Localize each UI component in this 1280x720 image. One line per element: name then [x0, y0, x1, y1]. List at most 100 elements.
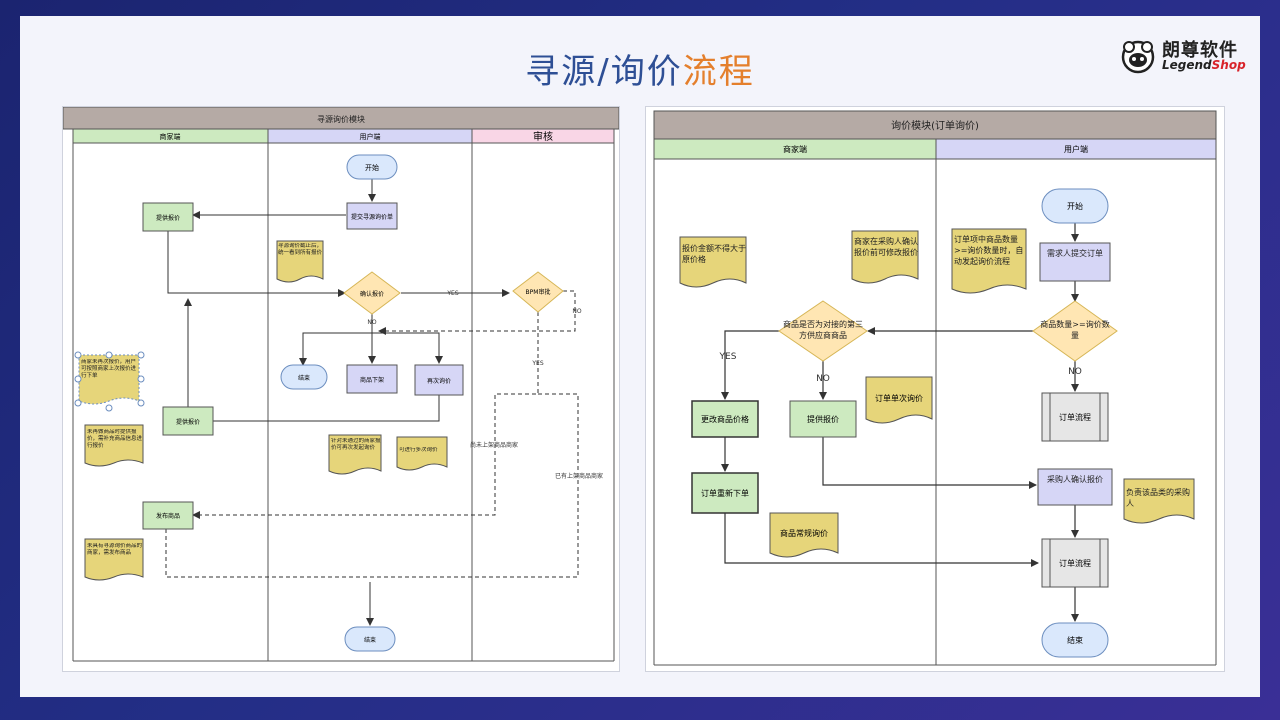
left-start-node [346, 154, 398, 180]
left-bpm-text: BPM审批 [526, 288, 551, 296]
left-provide-quote-top-text: 提供报价 [156, 214, 180, 222]
left-note-no-source [84, 538, 144, 581]
left-note-unquoted-fo: 未再做商品时提供报价，需补充商品信息进行报价 [87, 429, 142, 449]
left-note-no-source-fo: 未具有寻源询价商品的商家，需发布商品 [87, 543, 142, 556]
right-buyer-confirm-text: 采购人确认报价 [1047, 475, 1103, 484]
brand-logo: 朗尊软件 LegendShop [1118, 36, 1248, 80]
right-note-order-qty [951, 228, 1027, 294]
left-note-merchant-fo: 商家未再次报价，用户可按照商家上次报价进行下单 [81, 359, 137, 379]
right-order-flow-2-node [1041, 538, 1109, 588]
left-lane-review-header [471, 128, 615, 144]
left-submit-text: 提交寻源询价单 [351, 213, 393, 221]
right-end-node [1041, 622, 1109, 658]
right-submit-order-node [1039, 242, 1111, 282]
left-connectors [167, 179, 510, 626]
left-lane-merchant-label: 商家端 [160, 132, 181, 141]
right-submit-order-text: 需求人提交订单 [1047, 249, 1103, 258]
right-note-merchant-modify-fo: 商家在采购人确认报价前可修改报价 [854, 237, 918, 257]
left-confirm-text: 确认报价 [360, 290, 384, 298]
left-diagram-svg: 寻源询价模块 商家端 用户端 审核 YES NO NO YES 尚未上架商品商家… [62, 106, 620, 662]
logo-english-name: LegendShop [1162, 58, 1246, 72]
right-lane-merchant-label: 商家端 [783, 144, 807, 154]
right-lane-user-label: 用户端 [1064, 144, 1088, 154]
left-label-yes-below: YES [531, 360, 543, 367]
left-start-text: 开始 [365, 163, 379, 172]
right-note-merchant-modify-text: 商家在采购人确认报价前可修改报价 [854, 237, 918, 257]
left-end-text: 结束 [298, 374, 310, 382]
logo-en-part-1: Legend [1162, 58, 1212, 72]
left-note-unquoted [84, 424, 144, 467]
right-header-bar [653, 110, 1217, 140]
left-note-not-passed [328, 434, 382, 475]
right-reorder-text: 订单重新下单 [701, 488, 749, 498]
right-label-no-mid: NO [816, 374, 830, 384]
left-label-not-on-shelf: 尚未上架商品商家 [470, 441, 518, 449]
left-end-node [280, 364, 328, 390]
right-decision-docked [778, 300, 868, 362]
left-note-submit-text: 寻源询价截止后，统一看到所有报价 [278, 243, 323, 256]
right-note-order-qty-fo: 订单项中商品数量>=询价数量时，自动发起询价流程 [954, 235, 1023, 266]
left-dashed-connectors [165, 290, 579, 578]
right-buyer-confirm-node [1037, 468, 1113, 506]
logo-en-part-2: Shop [1211, 58, 1246, 72]
left-lane-user-label: 用户端 [360, 132, 381, 141]
right-start-text: 开始 [1067, 201, 1083, 211]
right-end-text: 结束 [1067, 635, 1083, 645]
left-end-bottom-text: 结束 [364, 636, 376, 644]
right-diagram-panel: 询价模块(订单询价) 商家端 用户端 YES NO NO 开始 订单项中商品数量… [645, 106, 1225, 672]
right-order-flow-1-text: 订单流程 [1059, 412, 1091, 422]
right-note-merchant-modify [851, 230, 919, 284]
left-label-no-right: NO [572, 308, 581, 315]
left-lane-review-label: 审核 [533, 130, 553, 143]
right-note-price-limit [679, 236, 747, 288]
left-selection-handles [74, 351, 145, 412]
left-bpm-decision [512, 271, 564, 313]
left-note-merchant [78, 354, 140, 405]
left-requote-node [414, 364, 464, 396]
left-note-merchant-text: 商家未再次报价，用户可按照商家上次报价进行下单 [81, 359, 137, 379]
right-note-price-limit-fo: 报价金额不得大于原价格 [682, 244, 746, 264]
right-label-no-right: NO [1068, 367, 1082, 377]
left-requote-text: 再次询价 [427, 377, 451, 385]
logo-chinese-name: 朗尊软件 [1162, 40, 1238, 61]
title-part-1: 寻源/询价 [525, 52, 683, 92]
right-order-flow-1-node [1041, 392, 1109, 442]
right-note-regular [769, 512, 839, 558]
right-decision-qty [1032, 300, 1118, 362]
right-label-yes: YES [719, 352, 737, 362]
right-change-price-text: 更改商品价格 [701, 414, 749, 424]
right-start-node [1041, 188, 1109, 224]
title-part-2: 流程 [682, 52, 755, 92]
left-publish-node [142, 501, 194, 530]
right-provide-quote-text: 提供报价 [807, 414, 839, 424]
left-submit-node [346, 202, 398, 230]
left-label-yes: YES [446, 290, 458, 297]
left-note-submit-fo: 寻源询价截止后，统一看到所有报价 [278, 243, 323, 256]
right-connectors [721, 223, 1079, 622]
right-buyer-confirm-fo: 采购人确认报价 [1047, 475, 1103, 484]
left-end-bottom-node [344, 626, 396, 652]
right-note-buyer-fo: 负责该品类的采购人 [1126, 488, 1190, 508]
left-goods-down-node [346, 364, 398, 394]
right-submit-order-fo: 需求人提交订单 [1047, 249, 1103, 258]
slide-title: 寻源/询价流程 [0, 44, 1280, 93]
right-note-regular-text: 商品常规询价 [780, 528, 828, 538]
right-note-buyer-text: 负责该品类的采购人 [1126, 488, 1190, 508]
right-header-text: 询价模块(订单询价) [891, 119, 979, 132]
right-decision-qty-fo: 商品数量>=询价数量 [1040, 320, 1110, 340]
left-provide-quote-bottom-text: 提供报价 [176, 418, 200, 426]
left-provide-quote-top-node [142, 202, 194, 232]
right-note-single-text: 订单单次询价 [875, 393, 923, 403]
right-note-buyer [1123, 478, 1195, 524]
right-note-price-limit-text: 报价金额不得大于原价格 [682, 244, 746, 264]
left-label-on-shelf: 已有上架商品商家 [555, 472, 603, 480]
right-decision-qty-text: 商品数量>=询价数量 [1040, 320, 1110, 340]
left-note-not-passed-text: 针对未通过的商家报价可再次发起询价 [331, 438, 381, 451]
left-publish-text: 发布商品 [156, 512, 180, 520]
right-decision-docked-text: 商品是否为对接的第三方供应商商品 [783, 320, 863, 340]
left-goods-down-text: 商品下架 [360, 376, 384, 384]
right-change-price-node [691, 400, 759, 438]
left-note-submit [276, 240, 324, 283]
left-note-multi [396, 436, 448, 471]
sheep-logo-icon [1121, 40, 1155, 74]
